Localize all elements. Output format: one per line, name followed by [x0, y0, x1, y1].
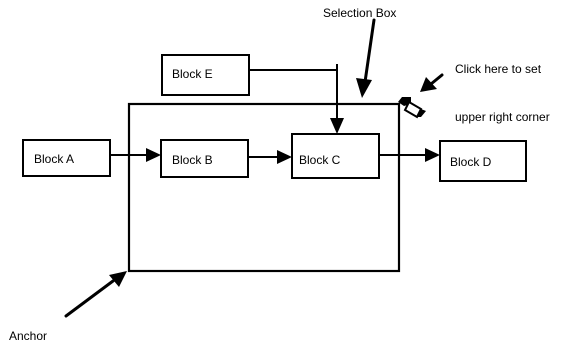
block-c[interactable]: Block C	[291, 133, 380, 179]
block-e-label: Block E	[172, 67, 213, 81]
block-d[interactable]: Block D	[439, 140, 527, 182]
anchor-pointer-arrow	[64, 271, 127, 318]
anchor-label: Anchor	[9, 329, 47, 343]
connector-c-to-d	[379, 148, 440, 162]
connector-b-to-c	[248, 150, 292, 164]
block-c-label: Block C	[299, 153, 341, 167]
block-e[interactable]: Block E	[161, 54, 250, 96]
selection-box-pointer-arrow	[356, 18, 376, 98]
click-hint-arrow	[420, 73, 444, 92]
block-b-label: Block B	[172, 153, 213, 167]
connector-a-to-b	[110, 148, 161, 162]
click-hint-line1: Click here to set	[455, 62, 542, 76]
block-b[interactable]: Block B	[160, 139, 249, 178]
pen-cursor-icon	[398, 97, 426, 119]
block-a-label: Block A	[34, 152, 74, 166]
connector-e-to-c	[249, 64, 344, 134]
selection-box[interactable]	[127, 102, 401, 273]
click-hint-line2: upper right corner	[455, 110, 550, 124]
selection-box-label: Selection Box	[323, 6, 396, 20]
block-d-label: Block D	[450, 155, 492, 169]
block-a[interactable]: Block A	[22, 139, 111, 177]
